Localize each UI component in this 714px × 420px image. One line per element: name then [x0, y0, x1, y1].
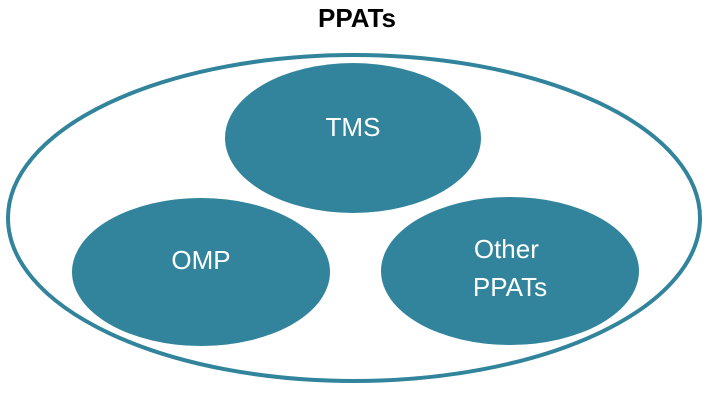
tms-ellipse — [225, 63, 481, 213]
node-tms: TMS — [225, 63, 481, 213]
omp-label-line: OMP — [171, 245, 230, 275]
other-ppats-label-line-1: Other — [474, 234, 539, 264]
other-ppats-label-line-2: PPATs — [473, 272, 547, 302]
other-ppats-ellipse — [381, 197, 639, 345]
tms-label-line: TMS — [326, 112, 381, 142]
node-omp: OMP — [72, 198, 330, 346]
diagram-title: PPATs — [317, 3, 396, 33]
outer-ellipse — [6, 53, 702, 383]
omp-label: OMP — [171, 245, 230, 275]
other-ppats-label: Other PPATs — [473, 234, 547, 302]
node-other-ppats: Other PPATs — [381, 197, 639, 345]
omp-ellipse — [72, 198, 330, 346]
tms-label: TMS — [326, 112, 381, 142]
